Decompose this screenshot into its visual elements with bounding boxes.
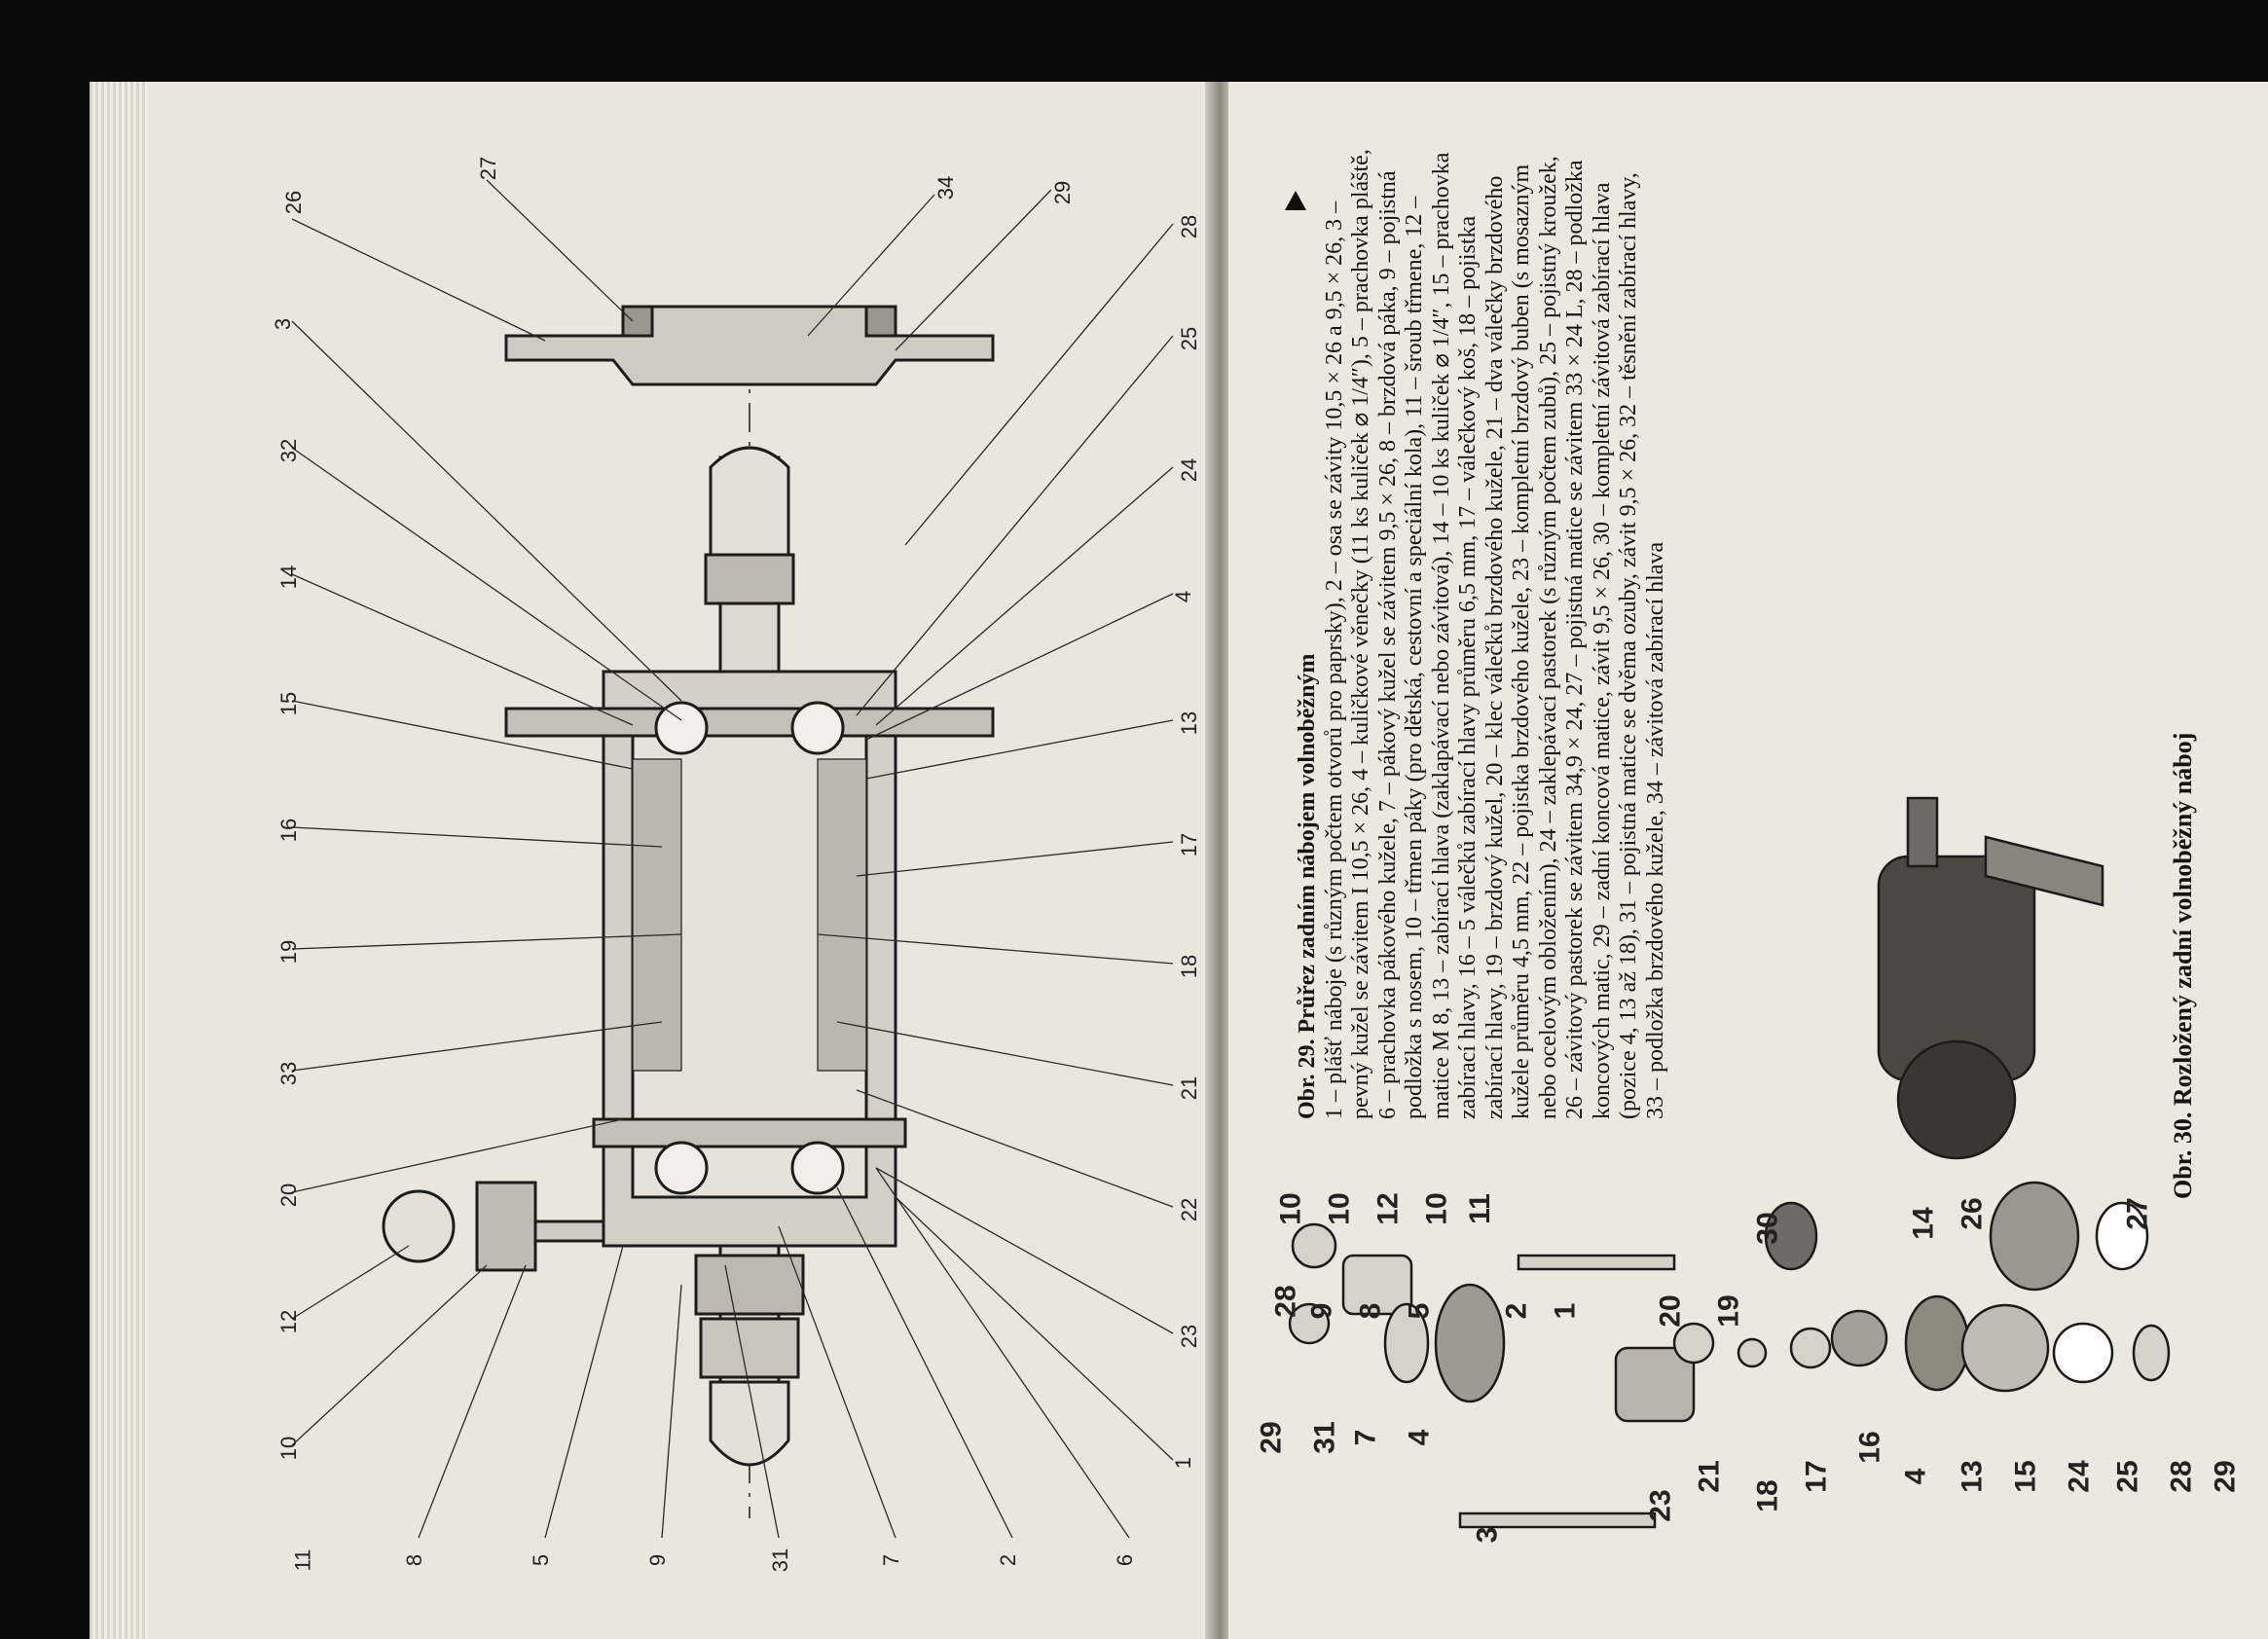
callout-label: 17 (1800, 1460, 1833, 1493)
figure-29-caption: Obr. 29. Průřez zadním nábojem volnoběžn… (1295, 146, 2151, 1119)
callout-label: 18 (1177, 954, 1202, 979)
callout-label: 12 (1372, 1192, 1405, 1225)
callout-label: 25 (2111, 1460, 2144, 1493)
callout-label: 13 (1177, 710, 1202, 736)
callout-label: 6 (1113, 1553, 1138, 1567)
callout-label: 3 (271, 317, 296, 331)
callout-label: 25 (1177, 326, 1202, 351)
callout-label: 1 (1171, 1456, 1196, 1470)
callout-label: 16 (276, 818, 302, 843)
callout-label: 17 (1177, 832, 1202, 857)
page-edges (90, 82, 148, 1639)
callout-label: 1 (1549, 1302, 1582, 1320)
callout-label: 29 (1050, 180, 1076, 205)
callout-label: 30 (1751, 1212, 1784, 1245)
callout-label: 7 (879, 1553, 904, 1567)
figure-29-legend: 1 – plášť náboje (s různým počtem otvorů… (1321, 149, 1668, 1119)
callout-label: 20 (276, 1183, 302, 1208)
callout-label: 29 (2209, 1460, 2242, 1493)
callout-label: 15 (2009, 1460, 2042, 1493)
callout-label: 10 (1420, 1192, 1453, 1225)
callout-label: 9 (1305, 1302, 1338, 1320)
callout-label: 29 (1255, 1421, 1288, 1454)
callout-label: 22 (1177, 1197, 1202, 1222)
figure-30-caption: Obr. 30. Rozložený zadní volnoběžný nábo… (2169, 732, 2197, 1199)
callout-label: 31 (1308, 1421, 1341, 1454)
assembled-hub-illustration (1877, 796, 2104, 1160)
callout-label: 28 (1269, 1285, 1302, 1318)
callout-label: 20 (1654, 1294, 1687, 1328)
callout-label: 19 (276, 939, 302, 965)
callout-label: 27 (476, 156, 501, 181)
callout-label: 13 (1956, 1460, 1989, 1493)
callout-label: 11 (290, 1548, 315, 1572)
callout-label: 19 (1712, 1294, 1745, 1328)
callout-label: 33 (276, 1061, 302, 1086)
figure-marker-triangle (1285, 191, 1306, 210)
callout-label: 21 (1693, 1460, 1726, 1493)
callout-label: 23 (1177, 1324, 1202, 1349)
callout-label: 14 (276, 565, 302, 590)
callout-label: 4 (1899, 1468, 1932, 1485)
callout-label: 26 (281, 190, 307, 215)
callout-label: 12 (276, 1309, 302, 1334)
callout-label: 16 (1853, 1431, 1886, 1464)
callout-label: 32 (276, 438, 302, 463)
callout-label: 3 (1471, 1526, 1504, 1544)
callout-label: 11 (1463, 1193, 1496, 1224)
callout-label: 23 (1644, 1489, 1677, 1522)
callout-label: 28 (1177, 214, 1202, 239)
callout-label: 15 (276, 691, 302, 716)
callout-label: 7 (1349, 1429, 1382, 1446)
callout-label: 21 (1177, 1075, 1202, 1101)
callout-label: 24 (1177, 457, 1202, 483)
callout-label: 27 (2121, 1197, 2154, 1230)
callout-label: 10 (276, 1436, 302, 1461)
callout-label: 9 (645, 1553, 671, 1567)
callout-label: 8 (402, 1553, 427, 1567)
callout-label: 5 (529, 1553, 554, 1567)
callout-label: 14 (1907, 1207, 1940, 1240)
callout-label: 18 (1751, 1479, 1784, 1512)
callout-label: 24 (2063, 1460, 2096, 1493)
callout-label: 2 (1500, 1302, 1533, 1320)
callout-label: 28 (2165, 1460, 2198, 1493)
callout-label: 10 (1274, 1192, 1307, 1225)
callout-label: 34 (933, 175, 959, 200)
callout-label: 26 (1956, 1197, 1989, 1230)
callout-label: 31 (768, 1548, 793, 1573)
figure-29-title: Obr. 29. Průřez zadním nábojem volnoběžn… (1295, 653, 1320, 1119)
callout-label: 5 (1403, 1302, 1436, 1320)
callout-label: 8 (1354, 1302, 1387, 1320)
callout-label: 4 (1403, 1429, 1436, 1446)
callout-label: 10 (1323, 1192, 1356, 1225)
callout-label: 2 (996, 1553, 1021, 1567)
callout-label: 4 (1171, 590, 1196, 603)
